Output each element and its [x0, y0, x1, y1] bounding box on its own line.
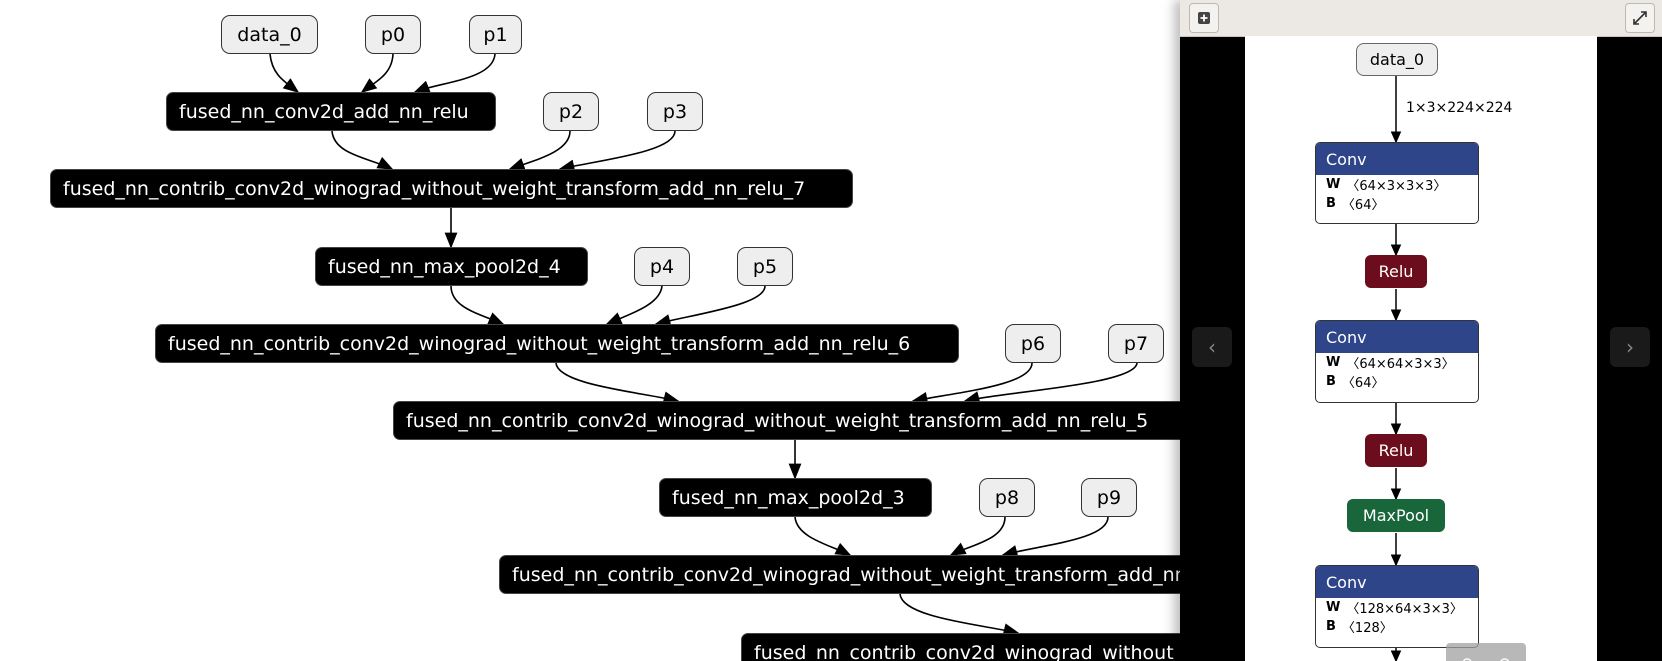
- rotate-left-icon[interactable]: ↶: [1459, 654, 1472, 661]
- graph-node-p5[interactable]: p5: [737, 247, 793, 286]
- viewer-toolbar: [1180, 0, 1662, 37]
- conv-node-3[interactable]: Conv W 〈128×64×3×3〉 B 〈128〉: [1315, 565, 1479, 648]
- graph-node-p9[interactable]: p9: [1081, 478, 1137, 517]
- previous-image-button[interactable]: ‹: [1192, 327, 1232, 367]
- graph-node-op-winograd-relu-4[interactable]: fused_nn_contrib_conv2d_winograd_without…: [499, 555, 1180, 594]
- bias-value: 〈64〉: [1341, 376, 1385, 391]
- relu-node-1[interactable]: Relu: [1365, 255, 1427, 288]
- weight-label: W: [1326, 177, 1341, 192]
- graph-node-op-winograd-relu-5[interactable]: fused_nn_contrib_conv2d_winograd_without…: [393, 401, 1180, 440]
- weight-label: W: [1326, 600, 1341, 615]
- graph-node-p8[interactable]: p8: [979, 478, 1035, 517]
- relu-node-2[interactable]: Relu: [1365, 434, 1427, 467]
- chevron-left-icon: ‹: [1208, 335, 1216, 359]
- graph-node-p3[interactable]: p3: [647, 92, 703, 131]
- graph-node-op-max-pool2d-3[interactable]: fused_nn_max_pool2d_3: [659, 478, 932, 517]
- graph-node-p0[interactable]: p0: [365, 15, 421, 54]
- rotate-controls: ↶ ↷: [1446, 643, 1526, 661]
- graph-node-op-winograd-relu-3[interactable]: fused_nn_contrib_conv2d_winograd_without…: [741, 633, 1180, 661]
- next-image-button[interactable]: ›: [1610, 327, 1650, 367]
- conv-bias-row: B 〈128〉: [1316, 617, 1478, 636]
- rotate-right-icon[interactable]: ↷: [1499, 654, 1512, 661]
- plus-square-glyph: [1198, 12, 1210, 24]
- graph-edges: [269, 53, 1138, 636]
- conv-bias-row: B 〈64〉: [1316, 194, 1478, 213]
- chevron-right-icon: ›: [1626, 335, 1634, 359]
- graph-node-p4[interactable]: p4: [634, 247, 690, 286]
- conv-node-title: Conv: [1316, 321, 1478, 353]
- input-shape-label: 1×3×224×224: [1406, 100, 1513, 116]
- conv-weight-row: W 〈64×64×3×3〉: [1316, 353, 1478, 372]
- bias-value: 〈64〉: [1341, 198, 1385, 213]
- model-input-node[interactable]: data_0: [1356, 43, 1438, 76]
- graph-node-op-max-pool2d-4[interactable]: fused_nn_max_pool2d_4: [315, 247, 588, 286]
- weight-value: 〈128×64×3×3〉: [1346, 602, 1463, 617]
- graph-node-op-winograd-relu-7[interactable]: fused_nn_contrib_conv2d_winograd_without…: [50, 169, 853, 208]
- weight-value: 〈64×3×3×3〉: [1346, 179, 1447, 194]
- bias-value: 〈128〉: [1341, 621, 1393, 636]
- weight-value: 〈64×64×3×3〉: [1346, 357, 1455, 372]
- expand-icon[interactable]: [1625, 3, 1655, 33]
- conv-weight-row: W 〈128×64×3×3〉: [1316, 598, 1478, 617]
- conv-node-title: Conv: [1316, 566, 1478, 598]
- graph-node-p1[interactable]: p1: [469, 15, 522, 54]
- weight-label: W: [1326, 355, 1341, 370]
- model-edges: [1390, 76, 1402, 661]
- graph-node-data_0[interactable]: data_0: [221, 15, 318, 54]
- conv-node-2[interactable]: Conv W 〈64×64×3×3〉 B 〈64〉: [1315, 320, 1479, 403]
- graph-node-p6[interactable]: p6: [1005, 324, 1061, 363]
- graph-node-op-conv2d-add-relu[interactable]: fused_nn_conv2d_add_nn_relu: [166, 92, 496, 131]
- model-diagram[interactable]: data_0 1×3×224×224 Conv W 〈64×3×3×3〉 B 〈64…: [1245, 36, 1597, 661]
- graph-node-p2[interactable]: p2: [543, 92, 599, 131]
- graph-node-op-winograd-relu-6[interactable]: fused_nn_contrib_conv2d_winograd_without…: [155, 324, 959, 363]
- bias-label: B: [1326, 619, 1336, 634]
- image-viewer-panel: data_0 1×3×224×224 Conv W 〈64×3×3×3〉 B 〈64…: [1180, 0, 1662, 661]
- bias-label: B: [1326, 374, 1336, 389]
- graph-canvas[interactable]: data_0 p0 p1 fused_nn_conv2d_add_nn_relu…: [0, 0, 1180, 661]
- conv-node-1[interactable]: Conv W 〈64×3×3×3〉 B 〈64〉: [1315, 142, 1479, 224]
- maxpool-node[interactable]: MaxPool: [1347, 499, 1445, 532]
- graph-node-p7[interactable]: p7: [1108, 324, 1164, 363]
- conv-node-title: Conv: [1316, 143, 1478, 175]
- plus-square-icon[interactable]: [1189, 3, 1219, 33]
- conv-bias-row: B 〈64〉: [1316, 372, 1478, 391]
- expand-glyph: [1633, 11, 1647, 25]
- conv-weight-row: W 〈64×3×3×3〉: [1316, 175, 1478, 194]
- bias-label: B: [1326, 196, 1336, 211]
